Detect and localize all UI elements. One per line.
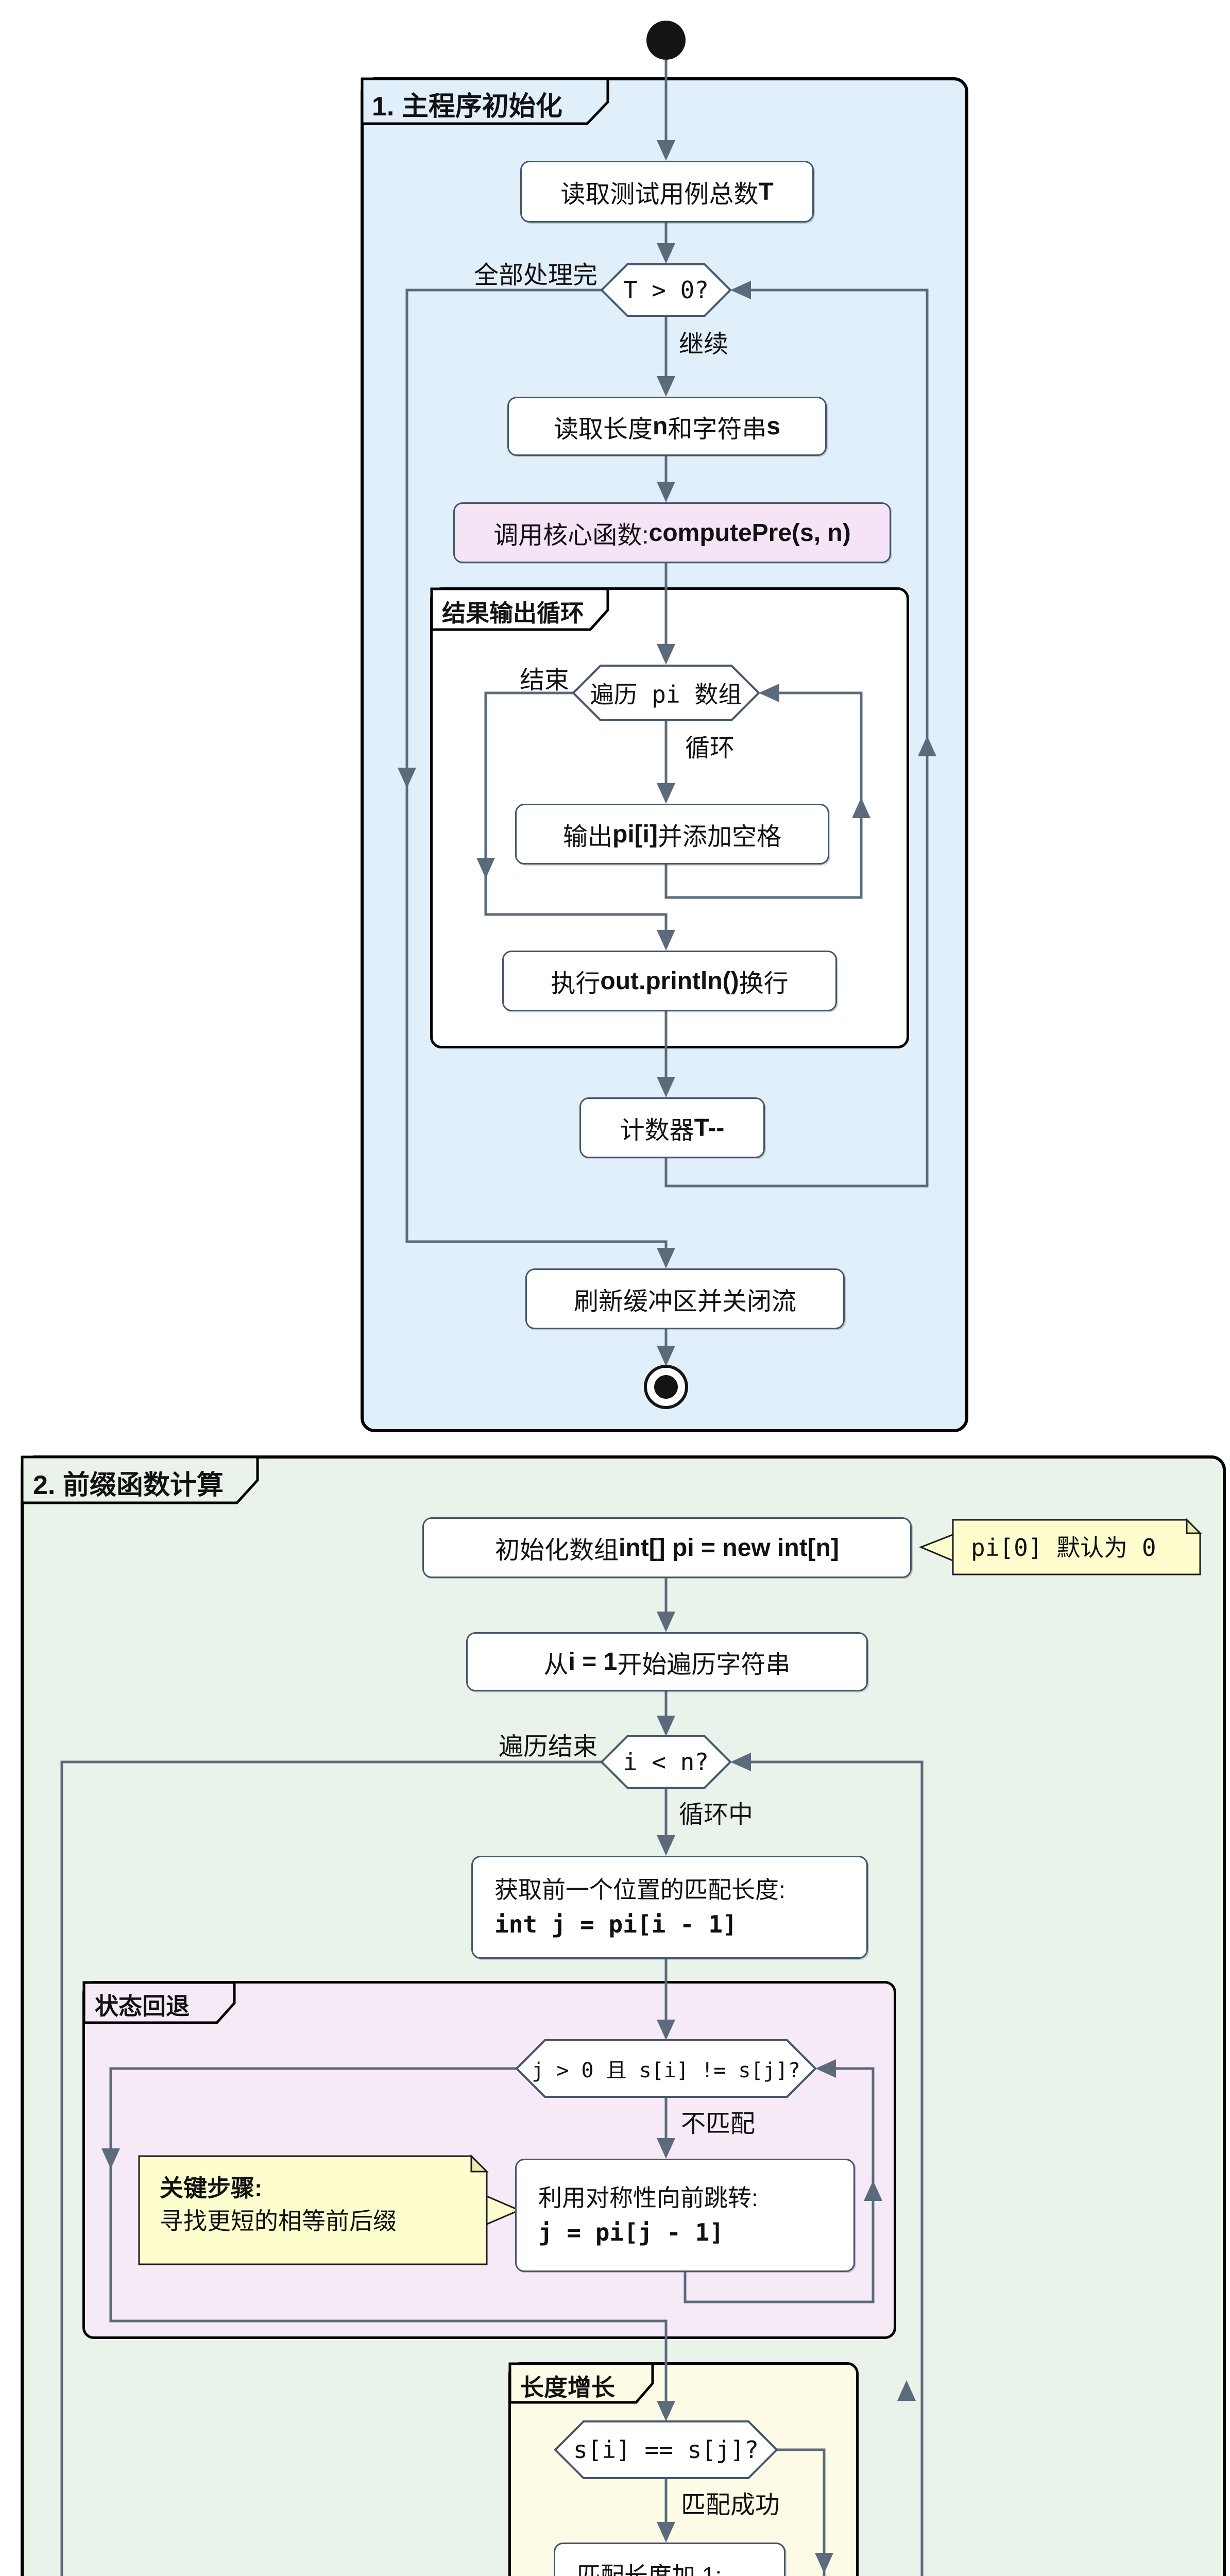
condition-j-mismatch: j > 0 且 s[i] != s[j]? — [532, 2059, 800, 2082]
note-key-pointer — [485, 2194, 521, 2226]
text: 匹配长度加 1: — [577, 2562, 722, 2576]
frame-title-tabs — [21, 77, 654, 2404]
code: out.println() — [600, 967, 739, 995]
note-pointer-pi0 — [919, 1533, 955, 1563]
hexagon-i-lt-n — [600, 1735, 732, 1789]
note-key-body — [138, 2155, 488, 2265]
text: 从 — [543, 1651, 569, 1679]
end-node — [644, 1365, 688, 1409]
code: s — [766, 413, 781, 440]
activity-get-prev: 获取前一个位置的匹配长度: int j = pi[i - 1] — [471, 1856, 868, 1959]
note-pi0-fold — [1186, 1518, 1202, 1534]
activity-println: 执行 out.println() 换行 — [502, 951, 837, 1011]
code: int[] pi = new int[n] — [619, 1534, 839, 1562]
hexagon-t-gt-0 — [600, 263, 732, 317]
text-block: 利用对称性向前跳转: j = pi[j - 1] — [538, 2181, 758, 2249]
note-key-title: 关键步骤: — [160, 2175, 263, 2201]
text: 输出 — [563, 823, 613, 851]
code: T-- — [694, 1114, 725, 1142]
note-key-fold — [470, 2154, 489, 2173]
text-block: 获取前一个位置的匹配长度: int j = pi[i - 1] — [494, 1873, 785, 1941]
edge-label-finish: 结束 — [519, 667, 569, 694]
note-key-text: 关键步骤: 寻找更短的相等前后缀 — [160, 2172, 397, 2238]
frame-title-growth: 长度增长 — [520, 2374, 615, 2401]
start-node — [646, 21, 686, 60]
frame-title-output: 结果输出循环 — [442, 600, 584, 626]
text-block: 匹配长度加 1:j++ — [577, 2558, 722, 2576]
activity-flush-close: 刷新缓冲区并关闭流 — [525, 1268, 845, 1329]
note-key-body-text: 寻找更短的相等前后缀 — [160, 2208, 397, 2235]
code: n — [652, 413, 668, 440]
text: 初始化数组 — [495, 1537, 619, 1564]
text: 和字符串 — [668, 415, 767, 443]
condition-i-lt-n: i < n? — [623, 1748, 709, 1776]
activity-read-t: 读取测试用例总数 T — [520, 161, 814, 223]
condition-t-gt-0: T > 0? — [623, 276, 709, 304]
activity-read-n-s: 读取长度 n 和字符串 s — [507, 397, 827, 456]
hexagon-s-equal — [554, 2420, 778, 2479]
note-pi0-text: pi[0] 默认为 0 — [971, 1534, 1156, 1562]
edge-label-continue: 继续 — [679, 331, 729, 358]
edges — [60, 60, 929, 2576]
edge-label-mismatch: 不匹配 — [681, 2110, 756, 2138]
note-shapes — [138, 1518, 1202, 2265]
code: computePre(s, n) — [648, 519, 851, 547]
code: i = 1 — [568, 1648, 618, 1675]
hexagon-j-mismatch — [515, 2039, 817, 2098]
hexagon-iterate-pi — [572, 665, 760, 721]
code: pi[i] — [612, 820, 658, 848]
activity-jump-back: 利用对称性向前跳转: j = pi[j - 1] — [515, 2159, 855, 2272]
activity-init-pi: 初始化数组 int[] pi = new int[n] — [422, 1517, 912, 1578]
activity-from-i1: 从 i = 1 开始遍历字符串 — [466, 1632, 868, 1691]
text: 执行 — [551, 970, 601, 997]
text: 调用核心函数: — [493, 522, 649, 549]
activity-call-core: 调用核心函数: computePre(s, n) — [453, 502, 891, 563]
text: 读取测试用例总数 — [560, 181, 759, 208]
decision-shapes — [515, 263, 817, 2479]
activity-decrement-t: 计数器 T-- — [579, 1097, 765, 1158]
code: int j = pi[i - 1] — [494, 1910, 737, 1938]
note-pi0-body — [952, 1519, 1201, 1575]
text: 开始遍历字符串 — [617, 1651, 791, 1679]
edge-label-all-done: 全部处理完 — [473, 262, 597, 289]
code: T — [758, 178, 774, 206]
text: 获取前一个位置的匹配长度: — [494, 1876, 785, 1904]
text: 刷新缓冲区并关闭流 — [573, 1288, 796, 1315]
frame-title-prefix: 2. 前缀函数计算 — [33, 1470, 224, 1500]
code: j = pi[j - 1] — [538, 2218, 724, 2246]
condition-s-equal: s[i] == s[j]? — [573, 2436, 759, 2464]
edge-label-looping: 循环中 — [679, 1801, 754, 1828]
activity-increment-j: 匹配长度加 1:j++ — [554, 2543, 785, 2576]
edge-label-match-ok: 匹配成功 — [681, 2492, 780, 2519]
text: 计数器 — [620, 1117, 694, 1144]
arrowheads — [101, 140, 936, 2573]
condition-iterate-pi: 遍历 pi 数组 — [590, 681, 742, 708]
activity-print-pi: 输出 pi[i] 并添加空格 — [515, 804, 829, 865]
text: 并添加空格 — [657, 823, 781, 851]
text: 利用对称性向前跳转: — [538, 2184, 758, 2212]
edge-label-loop: 循环 — [685, 735, 735, 762]
frame-title-main: 1. 主程序初始化 — [372, 92, 562, 122]
edge-label-traverse-end: 遍历结束 — [498, 1733, 597, 1760]
frame-title-backtrack: 状态回退 — [95, 1993, 190, 2020]
text: 换行 — [739, 970, 789, 997]
text: 读取长度 — [553, 415, 653, 443]
